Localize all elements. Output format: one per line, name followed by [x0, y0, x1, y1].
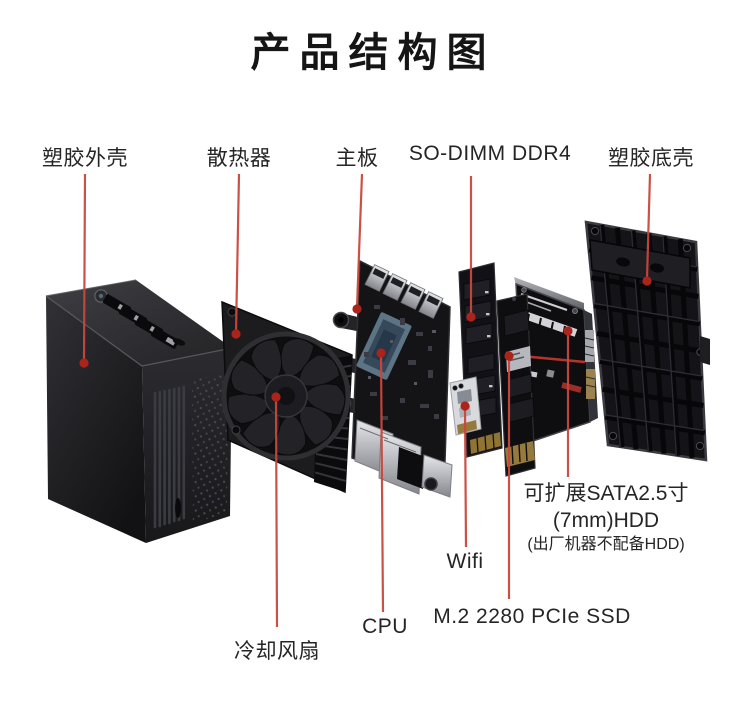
- label-motherboard: 主板: [335, 147, 379, 170]
- label-sata-hdd: 可扩展SATA2.5寸 (7mm)HDD (出厂机器不配备HDD): [524, 480, 689, 556]
- label-fan: 冷却风扇: [234, 640, 320, 663]
- label-heatsink: 散热器: [206, 147, 272, 170]
- io-shields: [354, 419, 453, 498]
- leader-fan: [274, 398, 279, 628]
- label-sata-hdd-note: (出厂机器不配备HDD): [527, 536, 685, 553]
- leader-cpu: [379, 354, 385, 613]
- label-sata-hdd-line1: 可扩展SATA2.5寸: [523, 482, 689, 505]
- leader-case: [82, 173, 87, 363]
- leader-lines: [82, 173, 652, 628]
- label-m2-ssd: M.2 2280 PCIe SSD: [433, 605, 631, 628]
- leader-wifi: [463, 407, 468, 548]
- sata-ssd-illustration: [514, 277, 598, 446]
- label-bottom-shell: 塑胶底壳: [608, 147, 694, 170]
- leader-dots: [79, 276, 652, 411]
- leader-heatsink: [234, 173, 241, 334]
- label-cpu: CPU: [362, 615, 408, 638]
- heatsink-fan-illustration: [221, 300, 353, 494]
- bottom-shell-illustration: [584, 220, 710, 462]
- label-wifi: Wifi: [446, 550, 484, 573]
- case-illustration: [45, 279, 233, 543]
- usb-ports: [364, 264, 444, 319]
- leader-shell: [645, 173, 652, 280]
- label-sata-hdd-line2: (7mm)HDD: [552, 509, 660, 532]
- top-port-cutouts: [102, 294, 180, 349]
- label-case: 塑胶外壳: [42, 147, 128, 170]
- label-ram: SO-DIMM DDR4: [408, 142, 572, 165]
- fan-illustration: [221, 331, 351, 461]
- leader-motherboard: [355, 173, 364, 308]
- page-title: 产品结构图: [250, 31, 496, 75]
- m2-ssd-illustration: [496, 293, 536, 477]
